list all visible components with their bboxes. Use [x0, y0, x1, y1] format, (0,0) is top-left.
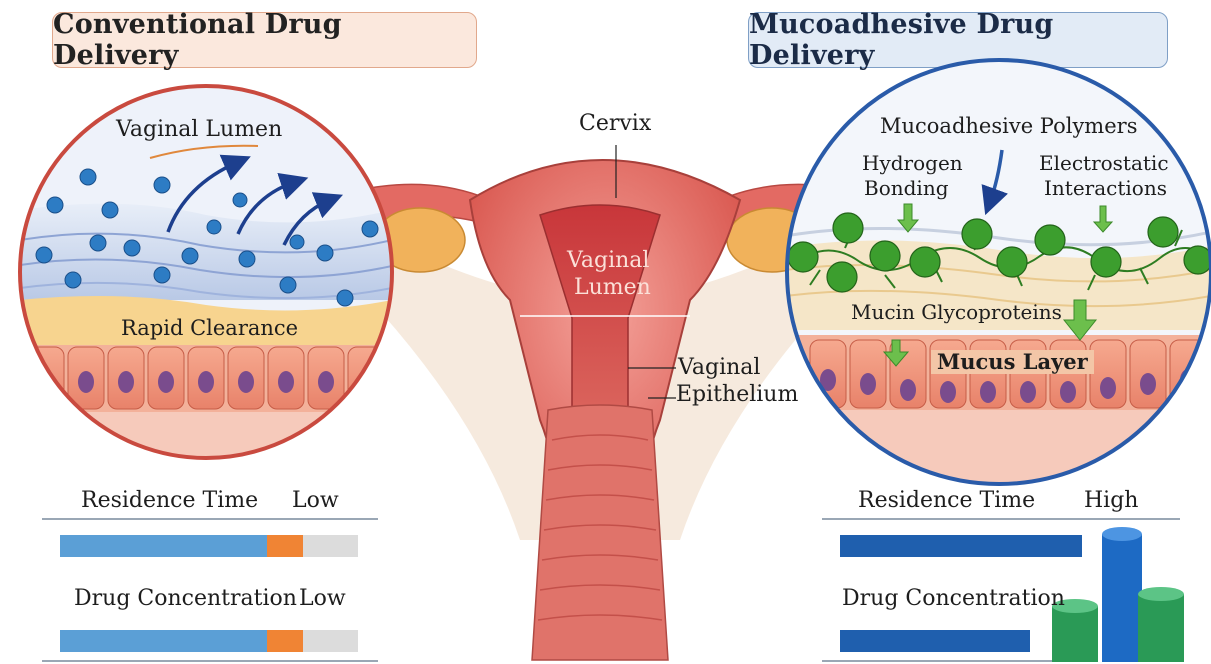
divider — [42, 660, 378, 662]
residence-time-label-left: Residence Time — [81, 488, 258, 513]
divider — [822, 518, 1180, 520]
mucoadhesive-polymers-label: Mucoadhesive Polymers — [880, 114, 1137, 138]
vaginal-lumen-center-line1: Vaginal — [567, 249, 649, 273]
vaginal-epithelium-line2: Epithelium — [676, 383, 798, 407]
concentration-bar-fill-right — [840, 630, 1030, 652]
divider — [42, 518, 378, 520]
concentration-bar-fill-left — [60, 630, 267, 652]
residence-bar-low-segment — [267, 535, 303, 557]
residence-bar-fill-left — [60, 535, 267, 557]
mucin-glycoproteins-label: Mucin Glycoproteins — [851, 300, 1062, 324]
residence-time-value-left: Low — [292, 488, 339, 513]
vaginal-epithelium-line1: Vaginal — [678, 356, 760, 380]
concentration-bar-low-segment — [267, 630, 303, 652]
drug-concentration-value-left: Low — [299, 586, 346, 611]
vaginal-lumen-center-line2: Lumen — [574, 276, 651, 300]
residence-time-label-right: Residence Time — [858, 488, 1035, 513]
conventional-zoom-circle — [20, 86, 392, 462]
residence-bar-fill-right — [840, 535, 1082, 557]
electrostatic-line2: Interactions — [1044, 176, 1167, 200]
divider — [822, 660, 1052, 662]
rapid-clearance-label: Rapid Clearance — [121, 316, 298, 340]
hydrogen-bonding-line1: Hydrogen — [862, 151, 963, 175]
hydrogen-bonding-line2: Bonding — [864, 176, 949, 200]
drug-concentration-label-right: Drug Concentration — [842, 586, 1065, 611]
drug-concentration-label-left: Drug Concentration — [74, 586, 297, 611]
epithelial-cells-left — [28, 347, 384, 409]
mucus-layer-label: Mucus Layer — [931, 350, 1094, 374]
electrostatic-line1: Electrostatic — [1039, 151, 1169, 175]
cervix-label: Cervix — [579, 112, 651, 136]
residence-time-value-right: High — [1084, 488, 1138, 513]
vaginal-lumen-label: Vaginal Lumen — [116, 118, 282, 142]
